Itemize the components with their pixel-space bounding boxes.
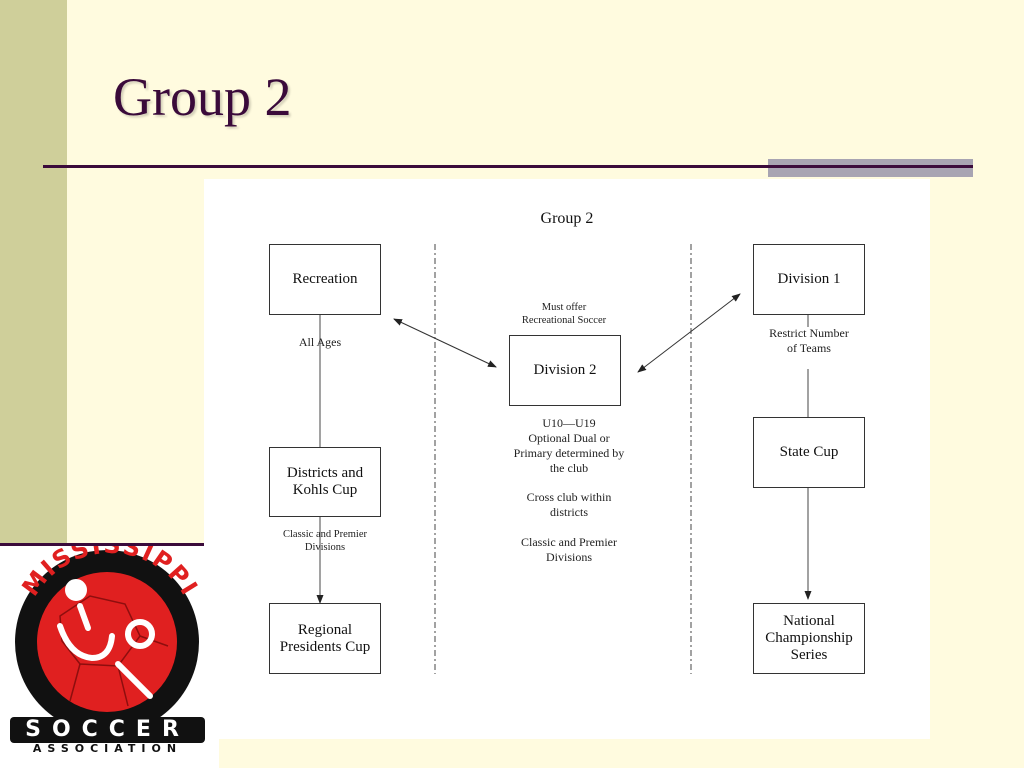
- box-state-cup: State Cup: [753, 417, 865, 488]
- label-classic-premier-left: Classic and Premier Divisions: [283, 529, 367, 553]
- box-recreation: Recreation: [269, 244, 381, 315]
- box-regional-presidents-cup: Regional Presidents Cup: [269, 603, 381, 674]
- title-rule-accent: [768, 159, 973, 177]
- slide-title: Group 2: [113, 67, 292, 127]
- logo-emblem: MISSISSIPPI: [15, 546, 202, 734]
- diagram-connectors: [316, 244, 812, 674]
- arrow-recreation-division2: [393, 318, 497, 368]
- box-division-1: Division 1: [753, 244, 865, 315]
- label-u10-u19: U10—U19 Optional Dual or Primary determi…: [513, 416, 625, 475]
- label-classic-premier-center: Classic and Premier Divisions: [521, 535, 617, 564]
- label-must-offer: Must offer Recreational Soccer: [521, 302, 607, 326]
- box-division-2: Division 2: [509, 335, 621, 406]
- logo-soccer-word: SOCCER: [10, 717, 205, 743]
- label-all-ages: All Ages: [298, 335, 342, 349]
- box-districts-kohls-cup: Districts and Kohls Cup: [269, 447, 381, 517]
- bottom-rule: [0, 543, 205, 546]
- arrow-division1-division2: [637, 293, 741, 373]
- label-cross-club: Cross club within districts: [526, 490, 612, 519]
- logo-association-word: ASSOCIATION: [32, 742, 183, 755]
- flow-diagram: Group 2 Recreation Districts and Kohls C…: [204, 179, 930, 739]
- diagram-title: Group 2: [540, 210, 594, 227]
- title-rule: [43, 165, 973, 168]
- label-restrict-teams: Restrict Number of Teams: [769, 326, 849, 355]
- box-national-championship-series: National Championship Series: [753, 603, 865, 674]
- left-accent-bar: [0, 0, 67, 545]
- mississippi-soccer-logo: MISSISSIPPI SOCCER ASSOCIATION: [0, 546, 219, 768]
